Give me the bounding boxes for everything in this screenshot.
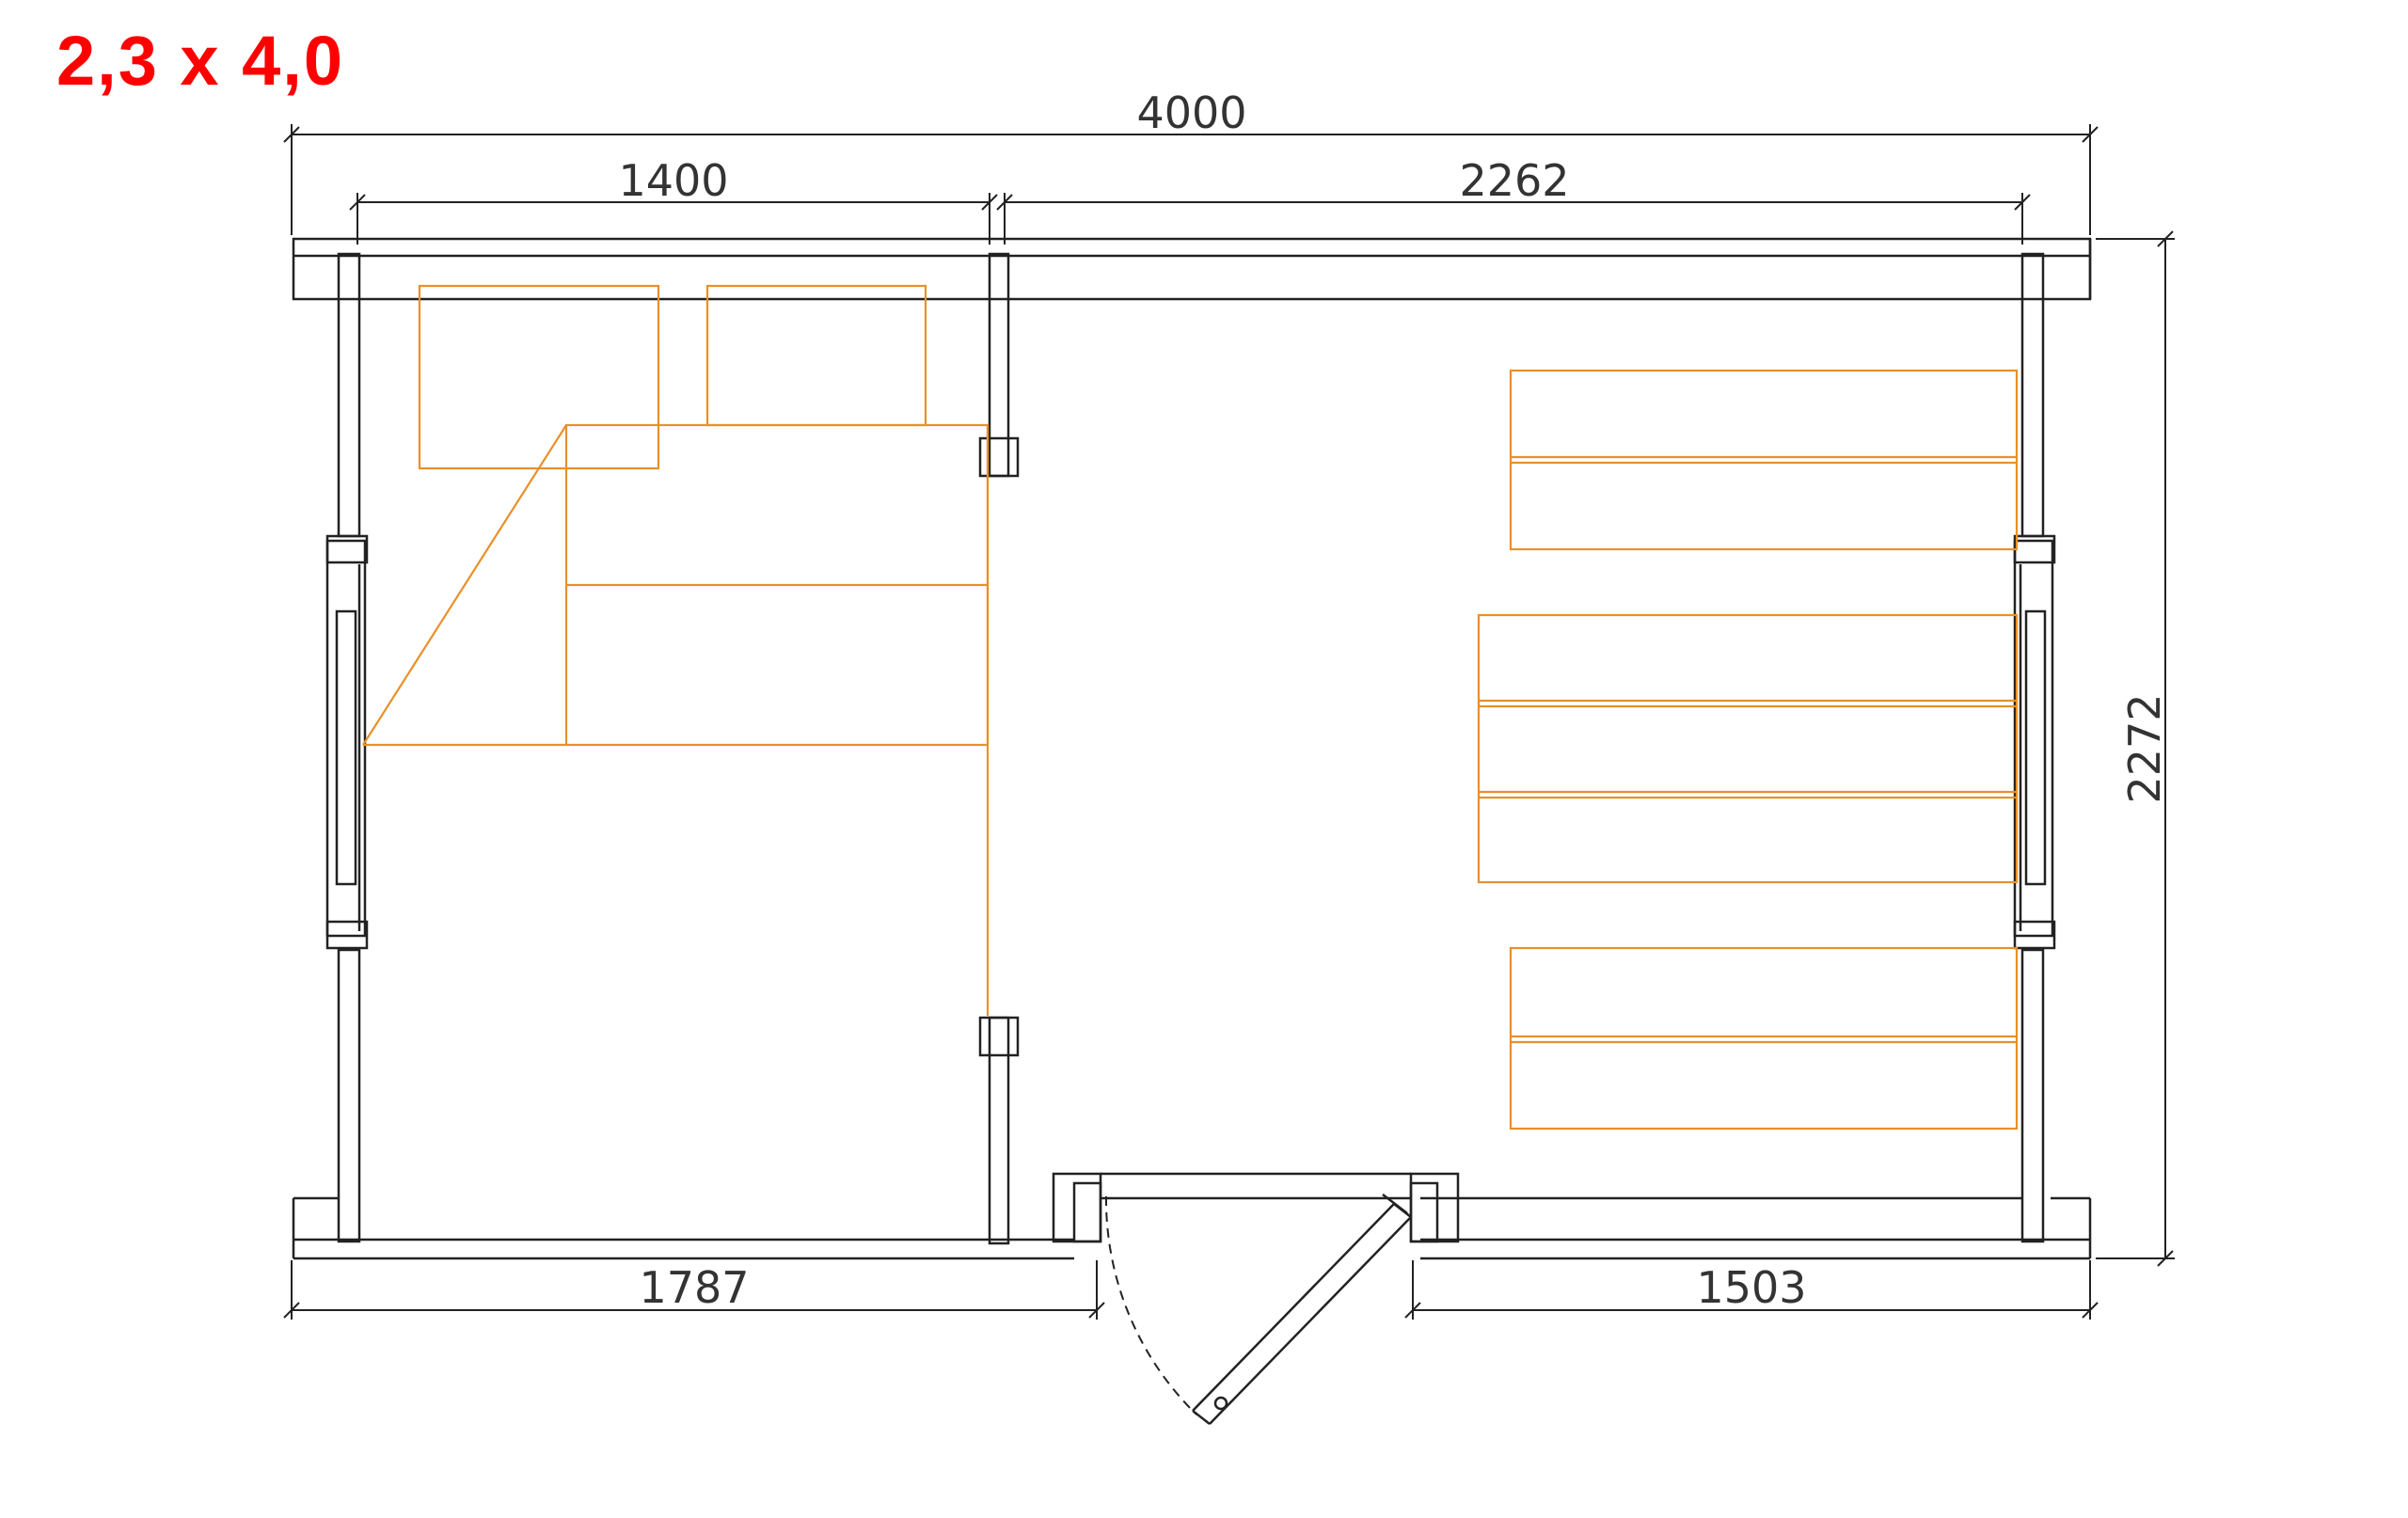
door-frame bbox=[1052, 1172, 1460, 1243]
dimension-depth: 2272 bbox=[2096, 230, 2175, 1267]
dim-label-depth: 2272 bbox=[2119, 693, 2170, 803]
partition-posts bbox=[978, 252, 1020, 1245]
outer-walls bbox=[292, 237, 2092, 1260]
dim-label-total-width: 4000 bbox=[1136, 87, 1246, 138]
dim-label-left-room: 1400 bbox=[618, 155, 728, 206]
right-wall-frame bbox=[2013, 252, 2056, 1243]
left-wall-frame bbox=[325, 252, 369, 1243]
door bbox=[1104, 1194, 1412, 1425]
dim-label-bottom-right: 1503 bbox=[1696, 1262, 1806, 1313]
dim-label-right-room: 2262 bbox=[1459, 155, 1569, 206]
dimension-left-room: 1400 bbox=[349, 155, 998, 245]
dim-label-bottom-left: 1787 bbox=[639, 1262, 749, 1313]
furniture-left-room bbox=[362, 284, 990, 1016]
dimension-bottom-left: 1787 bbox=[283, 1260, 1105, 1320]
furniture-bench-bottom bbox=[1509, 946, 2019, 1131]
door-swing-arc bbox=[1104, 1195, 1197, 1415]
furniture-bench-top bbox=[1509, 369, 2019, 551]
plan-title: 2,3 x 4,0 bbox=[56, 22, 345, 100]
dimension-right-room: 2262 bbox=[996, 155, 2031, 245]
furniture-bench-middle bbox=[1477, 613, 2019, 884]
dimension-bottom-right: 1503 bbox=[1404, 1260, 2099, 1320]
dimension-total-width: 4000 bbox=[283, 87, 2099, 235]
